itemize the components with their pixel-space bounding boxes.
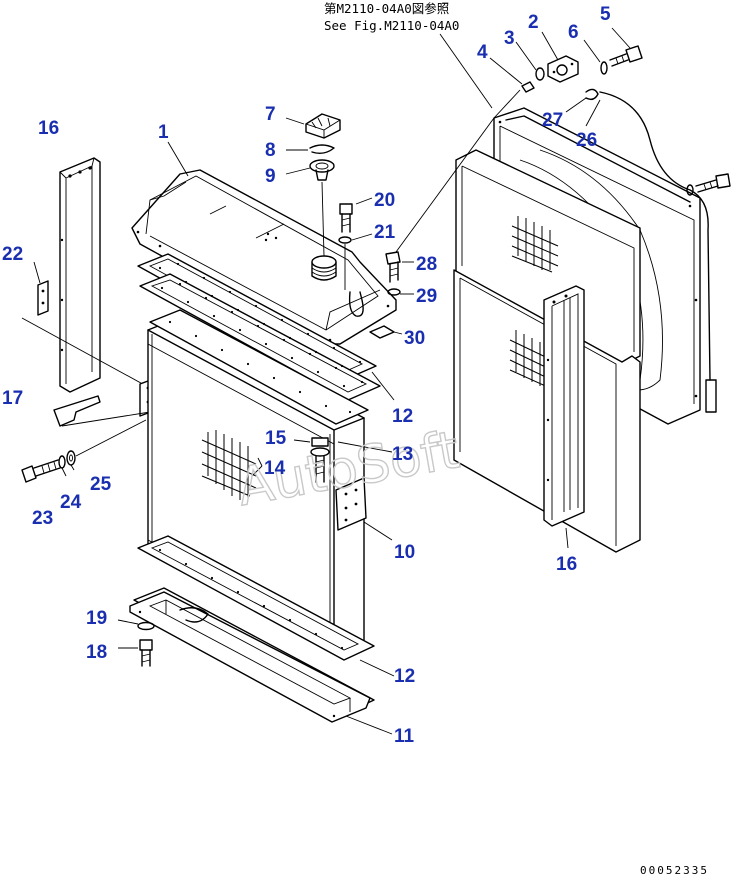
clamp-27 <box>585 88 599 101</box>
washer-29 <box>387 288 401 296</box>
plate-30 <box>369 325 395 339</box>
callout-2: 2 <box>528 12 539 33</box>
callout-4: 4 <box>477 42 488 63</box>
callout-30: 30 <box>404 328 425 349</box>
callout-18: 18 <box>86 642 107 663</box>
callout-10: 10 <box>394 542 415 563</box>
callout-19: 19 <box>86 608 107 629</box>
filler-insert-9 <box>309 159 335 181</box>
callout-28: 28 <box>416 254 437 275</box>
washer-21 <box>338 236 352 244</box>
overflow-hose-26 <box>599 91 711 381</box>
washer-25 <box>66 450 76 466</box>
callout-11: 11 <box>394 726 415 747</box>
callout-12-upper: 12 <box>392 406 413 427</box>
callout-12-lower: 12 <box>394 666 415 687</box>
callout-23: 23 <box>32 508 53 529</box>
callout-22: 22 <box>2 244 23 265</box>
reference-note-jp: 第M2110-04A0図参照 <box>324 1 449 16</box>
callout-25: 25 <box>90 474 112 495</box>
gasket-8 <box>309 144 335 155</box>
radiator-cap-7 <box>305 113 341 139</box>
callout-26: 26 <box>576 130 597 151</box>
callout-16-right: 16 <box>556 554 577 575</box>
bolt-20 <box>339 203 353 233</box>
drain-plug-18 <box>139 639 153 667</box>
callout-17: 17 <box>2 388 23 409</box>
callout-6: 6 <box>568 22 579 43</box>
callout-14: 14 <box>264 458 286 479</box>
bracket-22 <box>37 280 49 316</box>
document-number: 00052335 <box>640 864 709 877</box>
callout-20: 20 <box>374 190 395 211</box>
callout-24: 24 <box>60 492 82 513</box>
callout-21: 21 <box>374 222 396 243</box>
callout-29: 29 <box>416 286 437 307</box>
reference-leader <box>439 33 493 109</box>
lower-tank <box>129 591 371 723</box>
grommet-3 <box>535 67 545 81</box>
callout-16-left: 16 <box>38 118 59 139</box>
right-support-stay <box>543 285 585 527</box>
bolt-5 <box>609 45 643 67</box>
callout-13: 13 <box>392 444 413 465</box>
upper-gasket-12 <box>137 253 381 401</box>
spring-washer-24 <box>58 455 66 469</box>
washer-19 <box>137 621 155 631</box>
bolt-28 <box>385 251 401 283</box>
callout-9: 9 <box>265 166 276 187</box>
left-support-stay <box>59 157 101 393</box>
shroud-bolt <box>686 173 731 196</box>
reference-note-en: See Fig.M2110-04A0 <box>324 18 459 33</box>
bracket-2 <box>547 55 579 83</box>
callout-27: 27 <box>542 110 563 131</box>
callout-5: 5 <box>600 4 611 25</box>
callout-8: 8 <box>265 140 276 161</box>
callout-1: 1 <box>158 122 169 143</box>
washer-6 <box>600 61 608 75</box>
callout-3: 3 <box>504 28 515 49</box>
bolt-15 <box>310 437 330 483</box>
bolt-23 <box>21 459 61 483</box>
callout-7: 7 <box>265 104 276 125</box>
nut-4 <box>521 81 535 93</box>
callout-15: 15 <box>265 428 287 449</box>
